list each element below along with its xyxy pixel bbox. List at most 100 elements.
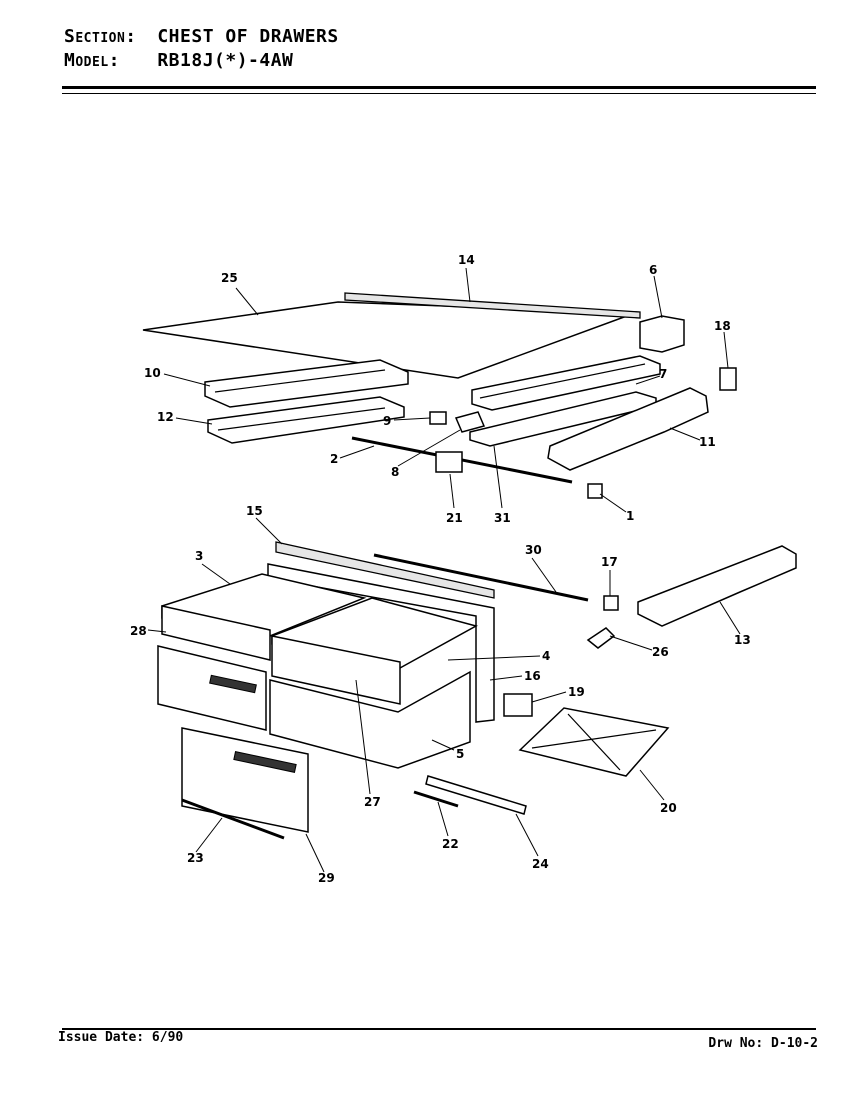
part-22-slide [413, 790, 459, 808]
leader-16 [489, 675, 523, 681]
model-heading: Model: RB18J(*)-4AW [64, 50, 293, 71]
leader-27 [355, 679, 371, 795]
part-15-front-trim [275, 541, 495, 599]
leader-14 [465, 267, 471, 303]
callout-22: 22 [442, 837, 459, 851]
leader-26 [609, 635, 653, 651]
callout-3: 3 [195, 549, 203, 563]
leader-25 [235, 287, 259, 316]
callout-24: 24 [532, 857, 549, 871]
callout-27: 27 [364, 795, 381, 809]
part-20-brace-a [531, 729, 657, 749]
leader-2 [339, 445, 375, 459]
part-7-rail-detail [479, 363, 646, 399]
leader-4 [447, 655, 541, 661]
footer-rule [62, 1028, 816, 1030]
callout-29: 29 [318, 871, 335, 885]
header-rule-thin [62, 93, 816, 94]
callout-31: 31 [494, 511, 511, 525]
callout-20: 20 [660, 801, 677, 815]
part-21-block [435, 451, 463, 473]
part-12-rail-detail [217, 407, 386, 431]
leader-13 [719, 601, 741, 635]
part-17-clip [603, 595, 619, 611]
callout-15: 15 [246, 504, 263, 518]
part-10-left-rail [204, 359, 409, 408]
callout-12: 12 [157, 410, 174, 424]
part-24-rail [425, 775, 527, 815]
leader-28 [147, 629, 167, 633]
part-1-clip [587, 483, 603, 499]
callout-8: 8 [391, 465, 399, 479]
section-heading: Section: CHEST OF DRAWERS [64, 26, 339, 47]
callout-5: 5 [456, 747, 464, 761]
leader-30 [531, 557, 557, 593]
leader-31 [493, 445, 503, 509]
callout-28: 28 [130, 624, 147, 638]
leader-15 [255, 517, 283, 545]
callout-30: 30 [525, 543, 542, 557]
section-key: Section: [64, 26, 137, 47]
model-key: Model: [64, 50, 120, 71]
leader-23 [195, 817, 223, 853]
callout-9: 9 [383, 414, 391, 428]
leader-29 [305, 833, 325, 873]
issue-date: Issue Date: 6/90 [58, 1030, 184, 1045]
leader-1 [599, 493, 627, 513]
section-value: CHEST OF DRAWERS [157, 26, 339, 47]
leader-22 [437, 801, 449, 837]
leader-5 [431, 739, 455, 751]
callout-13: 13 [734, 633, 751, 647]
part-26-catch [586, 627, 616, 649]
callout-26: 26 [652, 645, 669, 659]
leader-12 [175, 417, 213, 425]
callout-4: 4 [542, 649, 550, 663]
part-lower-left-drawer [157, 645, 267, 731]
part-19-clip [503, 693, 533, 717]
drawing-number: Drw No: D-10-2 [708, 1036, 818, 1051]
part-10-rail-detail [214, 369, 386, 393]
leader-9 [393, 417, 431, 421]
leader-24 [515, 813, 539, 857]
part-6-end-cap [639, 315, 685, 353]
part-5-lower-drawer [269, 670, 471, 769]
callout-14: 14 [458, 253, 475, 267]
leader-7 [635, 375, 661, 385]
part-9-clip [429, 411, 447, 425]
leader-8 [397, 429, 461, 467]
part-11-bracket [547, 387, 709, 471]
part-8-support [454, 411, 486, 433]
part-18-clip [719, 367, 737, 391]
leader-20 [639, 769, 665, 801]
part-28-left-drawer-front [161, 605, 271, 661]
callout-1: 1 [626, 509, 634, 523]
callout-17: 17 [601, 555, 618, 569]
part-23-strip [181, 798, 285, 840]
part-29-drawer-front [181, 727, 309, 833]
part-4-right-drawer-front [271, 635, 401, 705]
model-value: RB18J(*)-4AW [157, 50, 294, 71]
callout-16: 16 [524, 669, 541, 683]
leader-6 [653, 275, 663, 319]
callout-11: 11 [699, 435, 716, 449]
callout-2: 2 [330, 452, 338, 466]
leader-18 [723, 331, 729, 369]
part-29-handle [233, 751, 297, 773]
leader-10 [163, 373, 211, 387]
callout-19: 19 [568, 685, 585, 699]
callout-6: 6 [649, 263, 657, 277]
callout-18: 18 [714, 319, 731, 333]
callout-10: 10 [144, 366, 161, 380]
callout-7: 7 [659, 367, 667, 381]
leader-11 [669, 427, 701, 441]
part-13-bracket [637, 545, 797, 627]
part-12-left-rail-lower [207, 396, 405, 444]
part-7-right-rail [471, 355, 661, 411]
callout-23: 23 [187, 851, 204, 865]
leader-19 [531, 691, 567, 703]
callout-25: 25 [221, 271, 238, 285]
callout-21: 21 [446, 511, 463, 525]
part-14-rear-trim [344, 292, 641, 319]
leader-21 [449, 473, 455, 509]
part-20-brace-b [567, 713, 621, 771]
